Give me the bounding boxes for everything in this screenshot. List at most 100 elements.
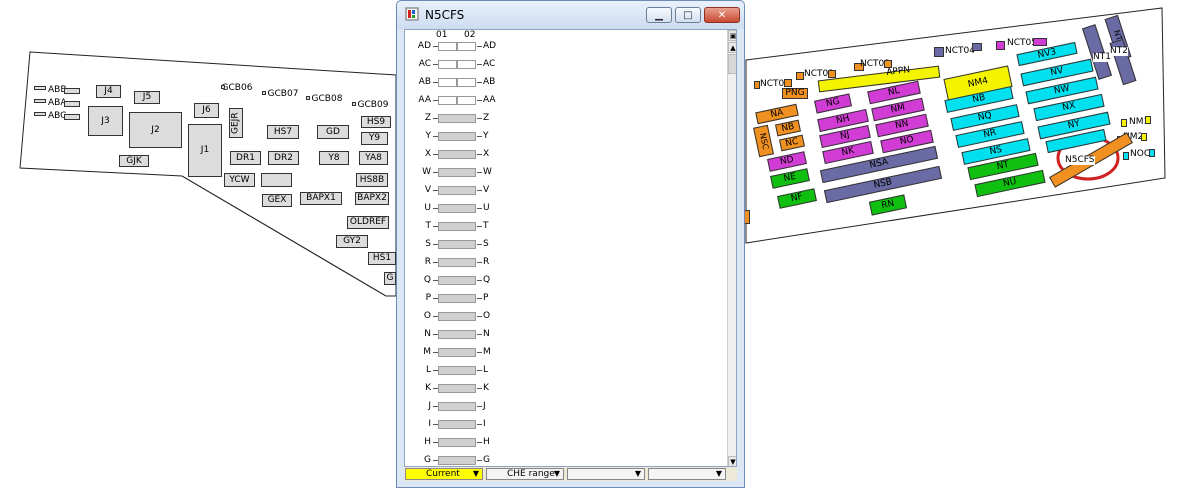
slot-cell[interactable] bbox=[438, 132, 476, 141]
block-j2[interactable]: J2 bbox=[129, 112, 182, 148]
nct04-mark bbox=[934, 47, 944, 57]
block-nt1[interactable]: NT1 bbox=[1093, 52, 1111, 62]
row-tick bbox=[433, 82, 438, 83]
slot-cell[interactable] bbox=[438, 276, 476, 285]
chevron-down-icon: ▼ bbox=[715, 469, 722, 478]
maximize-button[interactable]: □ bbox=[675, 7, 701, 23]
slot-cell[interactable] bbox=[457, 42, 476, 51]
block-nct05[interactable]: NCT05 bbox=[1007, 38, 1037, 48]
row-label-right: P bbox=[483, 293, 489, 303]
slot-cell[interactable] bbox=[438, 96, 457, 105]
block-gejr[interactable]: GEJR bbox=[229, 108, 243, 138]
block-gcb06[interactable]: GCB06 bbox=[219, 83, 255, 93]
block-gex[interactable]: GEX bbox=[262, 194, 292, 207]
row-label-left: AA bbox=[418, 95, 431, 105]
block-dr2[interactable]: DR2 bbox=[268, 151, 299, 165]
slot-cell[interactable] bbox=[438, 366, 476, 375]
slot-cell[interactable] bbox=[438, 42, 457, 51]
block-j1[interactable]: J1 bbox=[188, 124, 222, 177]
block-hs7[interactable]: HS7 bbox=[267, 125, 299, 139]
chevron-down-icon: ▼ bbox=[553, 469, 560, 478]
minimize-button[interactable]: ▁ bbox=[646, 7, 672, 23]
block-bapx1[interactable]: BAPX1 bbox=[300, 192, 342, 205]
block-hs9[interactable]: HS9 bbox=[361, 116, 391, 128]
scroll-down-icon[interactable]: ▼ bbox=[728, 456, 736, 466]
slot-cell[interactable] bbox=[438, 438, 476, 447]
scroll-thumb[interactable] bbox=[728, 54, 736, 74]
vertical-scrollbar[interactable]: ▣ ▲ ▼ bbox=[727, 30, 737, 466]
block-nm2[interactable]: NM2 bbox=[1123, 132, 1144, 142]
slot-cell[interactable] bbox=[438, 330, 476, 339]
block-nct02[interactable]: NCT02 bbox=[804, 69, 834, 79]
block-hs8b[interactable]: HS8B bbox=[356, 173, 388, 187]
row-tick bbox=[477, 46, 482, 47]
block-hs1[interactable]: HS1 bbox=[368, 252, 396, 265]
slot-cell[interactable] bbox=[438, 204, 476, 213]
block-gcb09[interactable]: GCB09 bbox=[354, 100, 392, 110]
title-bar[interactable]: N5CFS ▁ □ ✕ bbox=[397, 1, 744, 29]
slot-cell[interactable] bbox=[457, 78, 476, 87]
block-gjk[interactable]: GJK bbox=[119, 155, 149, 167]
block-j6[interactable]: J6 bbox=[194, 103, 219, 118]
slot-cell[interactable] bbox=[438, 258, 476, 267]
block-aba[interactable]: ABA bbox=[48, 98, 67, 108]
block-nt2[interactable]: NT2 bbox=[1110, 46, 1128, 56]
block-oldref[interactable]: OLDREF bbox=[347, 216, 389, 229]
block-j3[interactable]: J3 bbox=[88, 106, 123, 136]
chevron-down-icon: ▼ bbox=[472, 469, 479, 478]
slot-cell[interactable] bbox=[438, 294, 476, 303]
scroll-corner-icon[interactable]: ▣ bbox=[728, 30, 737, 41]
status-dropdown-3[interactable]: ▼ bbox=[567, 468, 645, 480]
slot-cell[interactable] bbox=[438, 168, 476, 177]
slot-cell[interactable] bbox=[438, 348, 476, 357]
slot-cell[interactable] bbox=[438, 420, 476, 429]
slot-cell[interactable] bbox=[438, 150, 476, 159]
scroll-up-icon[interactable]: ▲ bbox=[728, 42, 736, 53]
close-button[interactable]: ✕ bbox=[704, 7, 740, 23]
block-y8[interactable]: Y8 bbox=[319, 151, 349, 165]
block-gy2[interactable]: GY2 bbox=[336, 235, 368, 248]
slot-cell[interactable] bbox=[438, 456, 476, 465]
block-j5[interactable]: J5 bbox=[134, 91, 160, 104]
slot-cell[interactable] bbox=[438, 240, 476, 249]
block-g[interactable]: G bbox=[384, 272, 396, 285]
row-tick bbox=[433, 298, 438, 299]
slot-cell[interactable] bbox=[457, 60, 476, 69]
block-gcb08[interactable]: GCB08 bbox=[308, 94, 346, 104]
block-nct04[interactable]: NCT04 bbox=[945, 46, 975, 56]
block-abb[interactable]: ABB bbox=[48, 85, 67, 95]
nm1-mark2 bbox=[1145, 116, 1151, 124]
block-j4[interactable]: J4 bbox=[96, 85, 121, 98]
block-y9[interactable]: Y9 bbox=[361, 132, 388, 145]
block-n5cfs[interactable]: N5CFS bbox=[1064, 155, 1096, 165]
block-nm1[interactable]: NM1 bbox=[1129, 117, 1150, 127]
slot-cell[interactable] bbox=[438, 384, 476, 393]
window-title: N5CFS bbox=[425, 8, 465, 22]
slot-cell[interactable] bbox=[438, 186, 476, 195]
row-label-right: AB bbox=[483, 77, 496, 87]
block-abc[interactable]: ABC bbox=[48, 111, 67, 121]
slot-cell[interactable] bbox=[457, 96, 476, 105]
slot-cell[interactable] bbox=[438, 78, 457, 87]
block-bapx2[interactable]: BAPX2 bbox=[355, 192, 389, 205]
status-current[interactable]: Current ▼ bbox=[405, 468, 483, 480]
block-nct03[interactable]: NCT03 bbox=[860, 59, 890, 69]
block-noc[interactable]: NOC bbox=[1130, 149, 1151, 159]
row-tick bbox=[433, 46, 438, 47]
block-png[interactable]: PNG bbox=[782, 88, 808, 99]
slot-cell[interactable] bbox=[438, 60, 457, 69]
block-unnamed-1[interactable] bbox=[261, 173, 292, 187]
block-ycw[interactable]: YCW bbox=[224, 173, 255, 187]
app-icon bbox=[405, 7, 419, 21]
slot-cell[interactable] bbox=[438, 312, 476, 321]
status-che-range[interactable]: CHE range ▼ bbox=[486, 468, 564, 480]
block-gd[interactable]: GD bbox=[317, 125, 349, 139]
block-ya8[interactable]: YA8 bbox=[359, 151, 388, 165]
slot-cell[interactable] bbox=[438, 402, 476, 411]
slot-cell[interactable] bbox=[438, 222, 476, 231]
block-gcb07[interactable]: GCB07 bbox=[264, 89, 302, 99]
slot-cell[interactable] bbox=[438, 114, 476, 123]
block-dr1[interactable]: DR1 bbox=[230, 151, 261, 165]
block-nct01[interactable]: NCT01 bbox=[760, 79, 790, 89]
status-dropdown-4[interactable]: ▼ bbox=[648, 468, 726, 480]
